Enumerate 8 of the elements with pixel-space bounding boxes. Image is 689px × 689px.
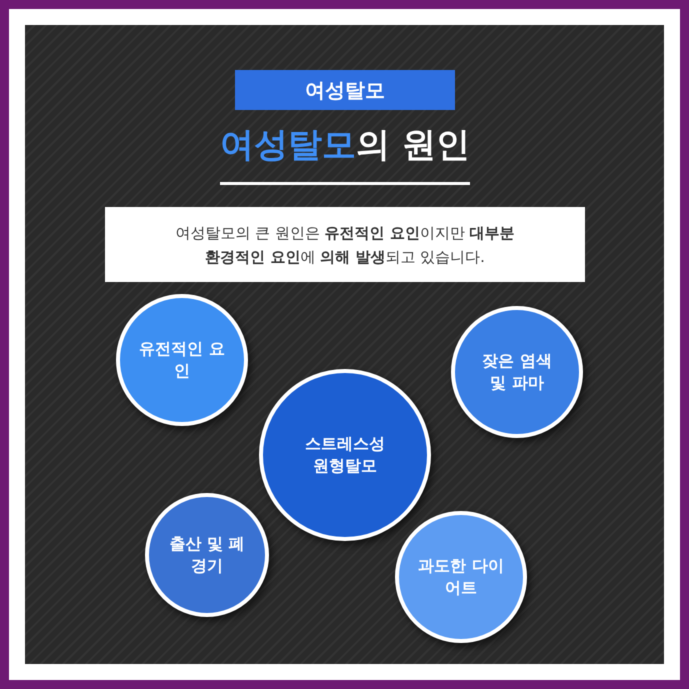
title-badge: 여성탈모 bbox=[235, 70, 455, 110]
circle-label: 잦은 염색 및 파마 bbox=[481, 350, 553, 394]
circle-label: 유전적인 요인 bbox=[138, 338, 226, 382]
description-text: 여성탈모의 큰 원인은 유전적인 요인이지만 대부분 환경적인 요인에 의해 발생되고 있습니다. bbox=[105, 207, 585, 282]
circle-label: 과도한 다이어트 bbox=[417, 555, 505, 599]
circle-label: 스트레스성 원형탈모 bbox=[304, 433, 386, 477]
circle-label: 출산 및 폐경기 bbox=[168, 533, 246, 577]
heading: 여성탈모의 원인 bbox=[219, 124, 471, 167]
